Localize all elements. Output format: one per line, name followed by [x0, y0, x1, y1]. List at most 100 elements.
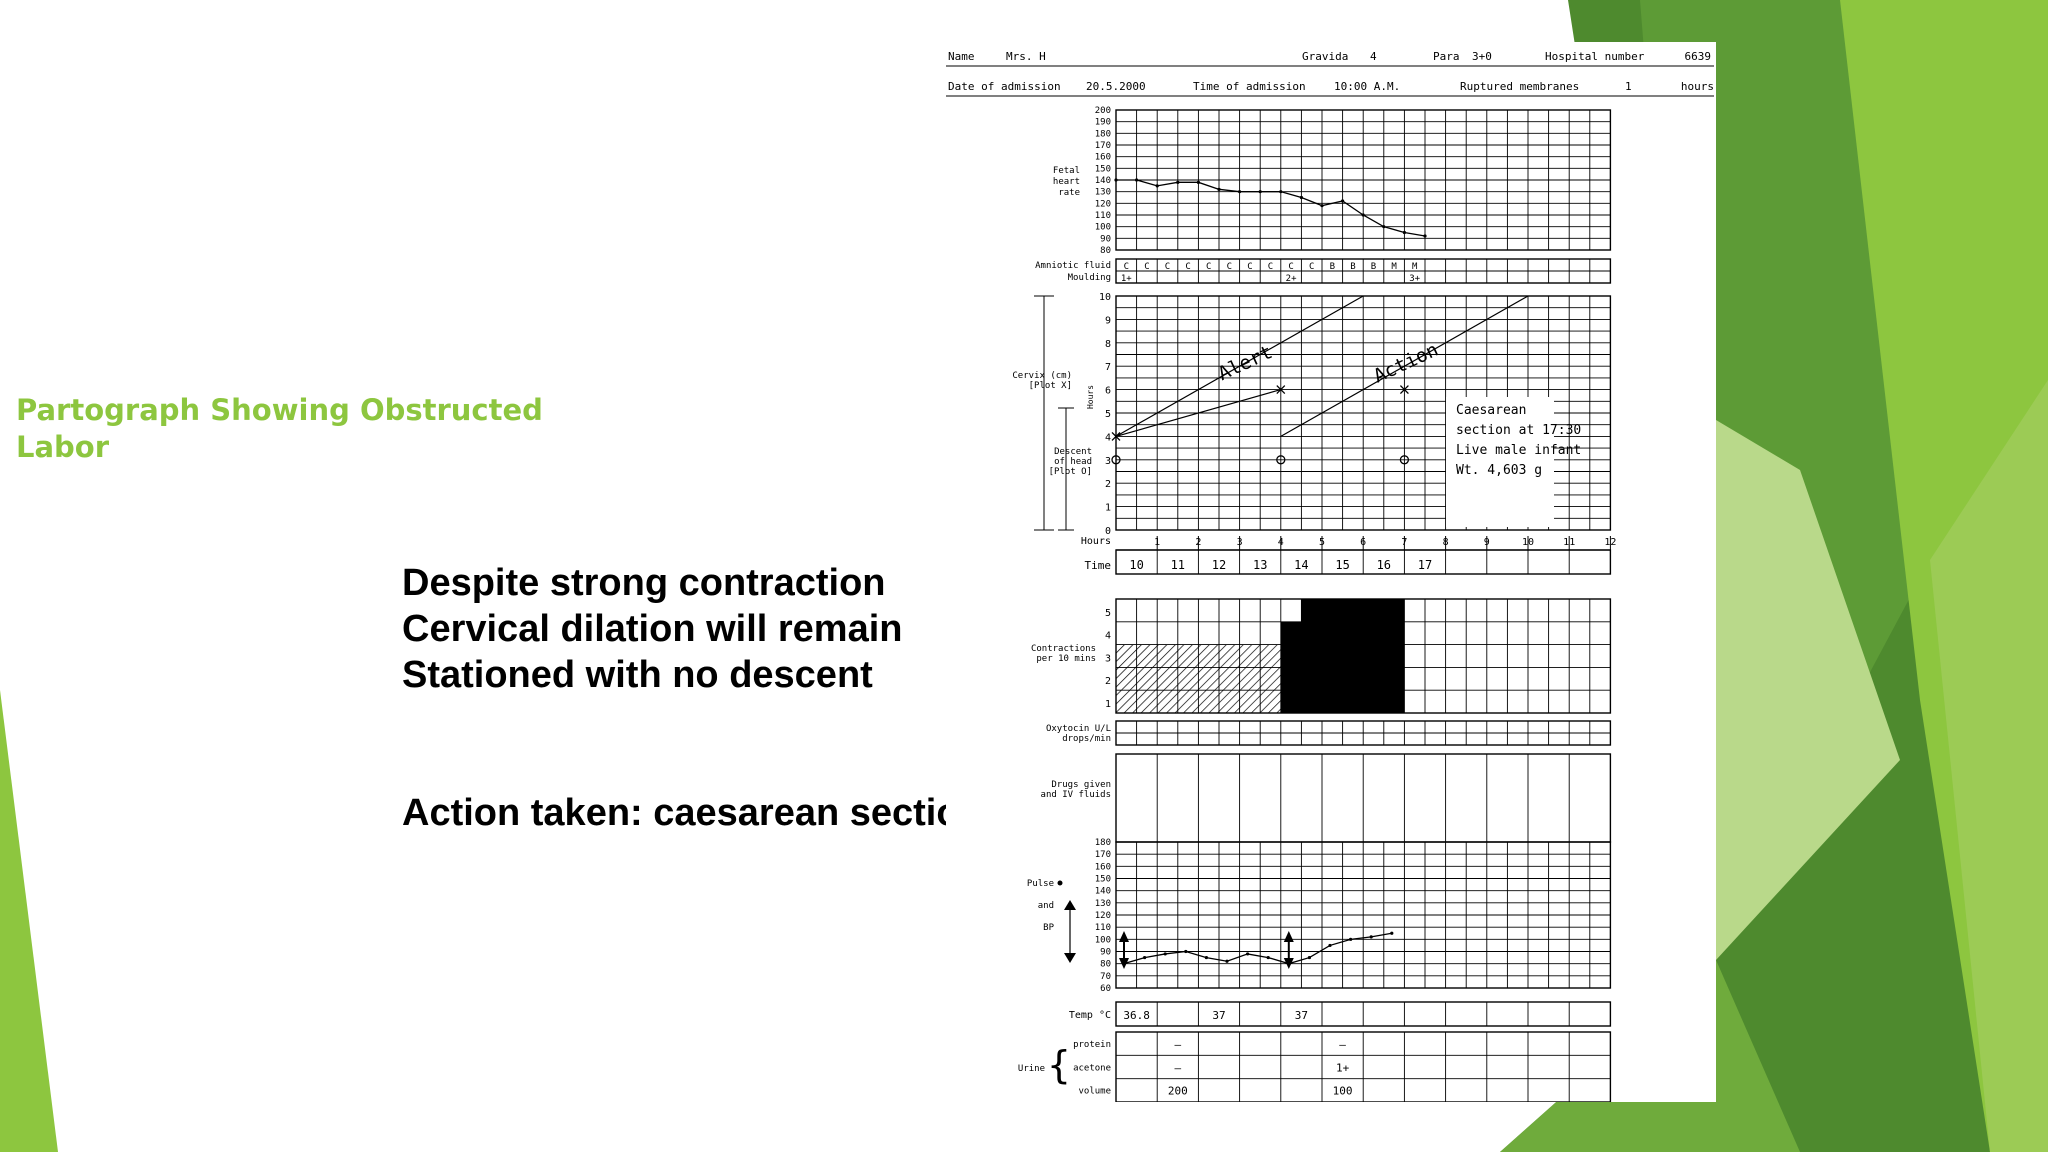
hours-value: 12 [1604, 537, 1616, 548]
moulding-value: 1+ [1121, 274, 1132, 284]
time-value: 11 [1171, 558, 1185, 572]
bp-systolic-arrow [1283, 931, 1294, 942]
slide-title-line1: Partograph Showing Obstructed [16, 393, 543, 427]
time-value: 14 [1294, 558, 1308, 572]
fhr-point [1217, 187, 1221, 191]
temp-value: 36.8 [1123, 1009, 1150, 1022]
contraction-tick-label: 4 [1105, 631, 1111, 642]
fhr-point [1382, 225, 1386, 229]
left-green-sliver [0, 690, 58, 1152]
amniotic-fluid-value: C [1165, 262, 1170, 272]
fhr-tick-label: 110 [1095, 211, 1111, 221]
moulding-value: 2+ [1286, 274, 1297, 284]
contraction-tick-label: 5 [1105, 608, 1111, 619]
pulse-tick-label: 140 [1095, 887, 1111, 897]
fhr-point [1402, 230, 1406, 235]
fhr-label: rate [1058, 188, 1080, 198]
action-line-label: Action [1370, 339, 1442, 388]
cervix-tick-label: 6 [1105, 386, 1111, 397]
action-line [1280, 295, 1529, 437]
cervix-tick-label: 4 [1105, 432, 1111, 443]
fhr-point [1114, 178, 1118, 182]
contractions-label: Contractions [1031, 644, 1096, 654]
contraction-tick-label: 1 [1105, 699, 1111, 710]
hours-value: 8 [1443, 537, 1449, 548]
time-value: 16 [1377, 558, 1391, 572]
pulse-tick-label: 60 [1100, 984, 1111, 994]
descent-o-mark [1276, 455, 1286, 465]
temp-value: 37 [1212, 1009, 1225, 1022]
key-point-3: Stationed with no descent [402, 654, 873, 696]
caesarean-note-line: section at 17:30 [1456, 423, 1581, 438]
amniotic-fluid-value: C [1288, 262, 1293, 272]
hours-value: 6 [1360, 537, 1366, 548]
amniotic-fluid-value: C [1247, 262, 1252, 272]
admission-time-value: 10:00 A.M. [1334, 80, 1400, 93]
pulse-point [1266, 955, 1270, 960]
oxytocin-label: drops/min [1062, 734, 1111, 744]
urine-value: — [1174, 1038, 1181, 1051]
pulse-point [1328, 943, 1332, 948]
fhr-tick-label: 90 [1100, 234, 1111, 244]
time-value: 12 [1212, 558, 1226, 572]
note-background [1446, 397, 1554, 527]
urine-brace: { [1048, 1043, 1071, 1087]
amniotic-fluid-value: C [1185, 262, 1190, 272]
amniotic-fluid-value: C [1124, 262, 1129, 272]
bp-label: BP [1043, 923, 1054, 933]
hours-value: 2 [1195, 537, 1201, 548]
descent-label: of head [1054, 457, 1092, 467]
descent-label: [Plot O] [1049, 467, 1092, 477]
ruptured-membranes-label: Ruptured membranes [1460, 80, 1579, 93]
dilation-x-mark [1111, 431, 1121, 441]
amniotic-fluid-value: C [1268, 262, 1273, 272]
cervix-tick-label: 9 [1105, 315, 1111, 326]
cervix-label: Cervix (cm) [1012, 371, 1072, 381]
alert-line [1115, 295, 1364, 437]
para-label: Para [1433, 50, 1460, 63]
fhr-tick-label: 160 [1095, 153, 1111, 163]
caesarean-note-line: Wt. 4,603 g [1456, 463, 1542, 478]
amniotic-fluid-value: M [1412, 262, 1418, 272]
cervix-tick-label: 10 [1099, 292, 1111, 303]
pulse-point [1143, 955, 1147, 960]
cervix-tick-label: 5 [1105, 409, 1111, 420]
fhr-tick-label: 200 [1095, 106, 1111, 116]
fhr-point [1196, 180, 1200, 184]
cervix-label: [Plot X] [1029, 381, 1072, 391]
descent-o-mark [1399, 455, 1410, 465]
pulse-tick-label: 150 [1095, 875, 1111, 885]
action-taken: Action taken: caesarean section [402, 792, 983, 834]
admission-date-value: 20.5.2000 [1086, 80, 1146, 93]
time-value: 17 [1418, 558, 1432, 572]
pulse-point [1349, 937, 1353, 941]
fhr-tick-label: 100 [1095, 223, 1111, 233]
ruptured-membranes-unit: hours [1681, 80, 1714, 93]
hours-value: 1 [1154, 537, 1160, 548]
moulding-value: 3+ [1409, 274, 1420, 284]
hours-value: 11 [1563, 537, 1575, 548]
alert-line-label: Alert [1215, 341, 1276, 385]
pulse-point [1246, 952, 1250, 956]
time-label: Time [1085, 559, 1112, 572]
temp-value: 37 [1295, 1009, 1308, 1022]
cervix-tick-label: 7 [1105, 362, 1111, 373]
pulse-point [1163, 952, 1167, 956]
hours-label: Hours [1081, 536, 1111, 547]
pulse-label: Pulse [1027, 879, 1054, 889]
right-shape-pale [1716, 420, 1900, 960]
slide-title-line2: Labor [16, 430, 110, 464]
hours-value: 10 [1522, 537, 1534, 548]
pulse-tick-label: 160 [1095, 862, 1111, 872]
dilation-series-line [1115, 389, 1281, 437]
pulse-tick-label: 110 [1095, 923, 1111, 933]
bp-diastolic-arrow [1283, 958, 1294, 969]
drugs-label: Drugs given [1051, 780, 1111, 790]
name-value: Mrs. H [1006, 50, 1046, 63]
fhr-point [1279, 190, 1283, 194]
fhr-point [1135, 178, 1139, 182]
pulse-point [1184, 949, 1188, 954]
dilation-x-mark [1399, 385, 1409, 395]
